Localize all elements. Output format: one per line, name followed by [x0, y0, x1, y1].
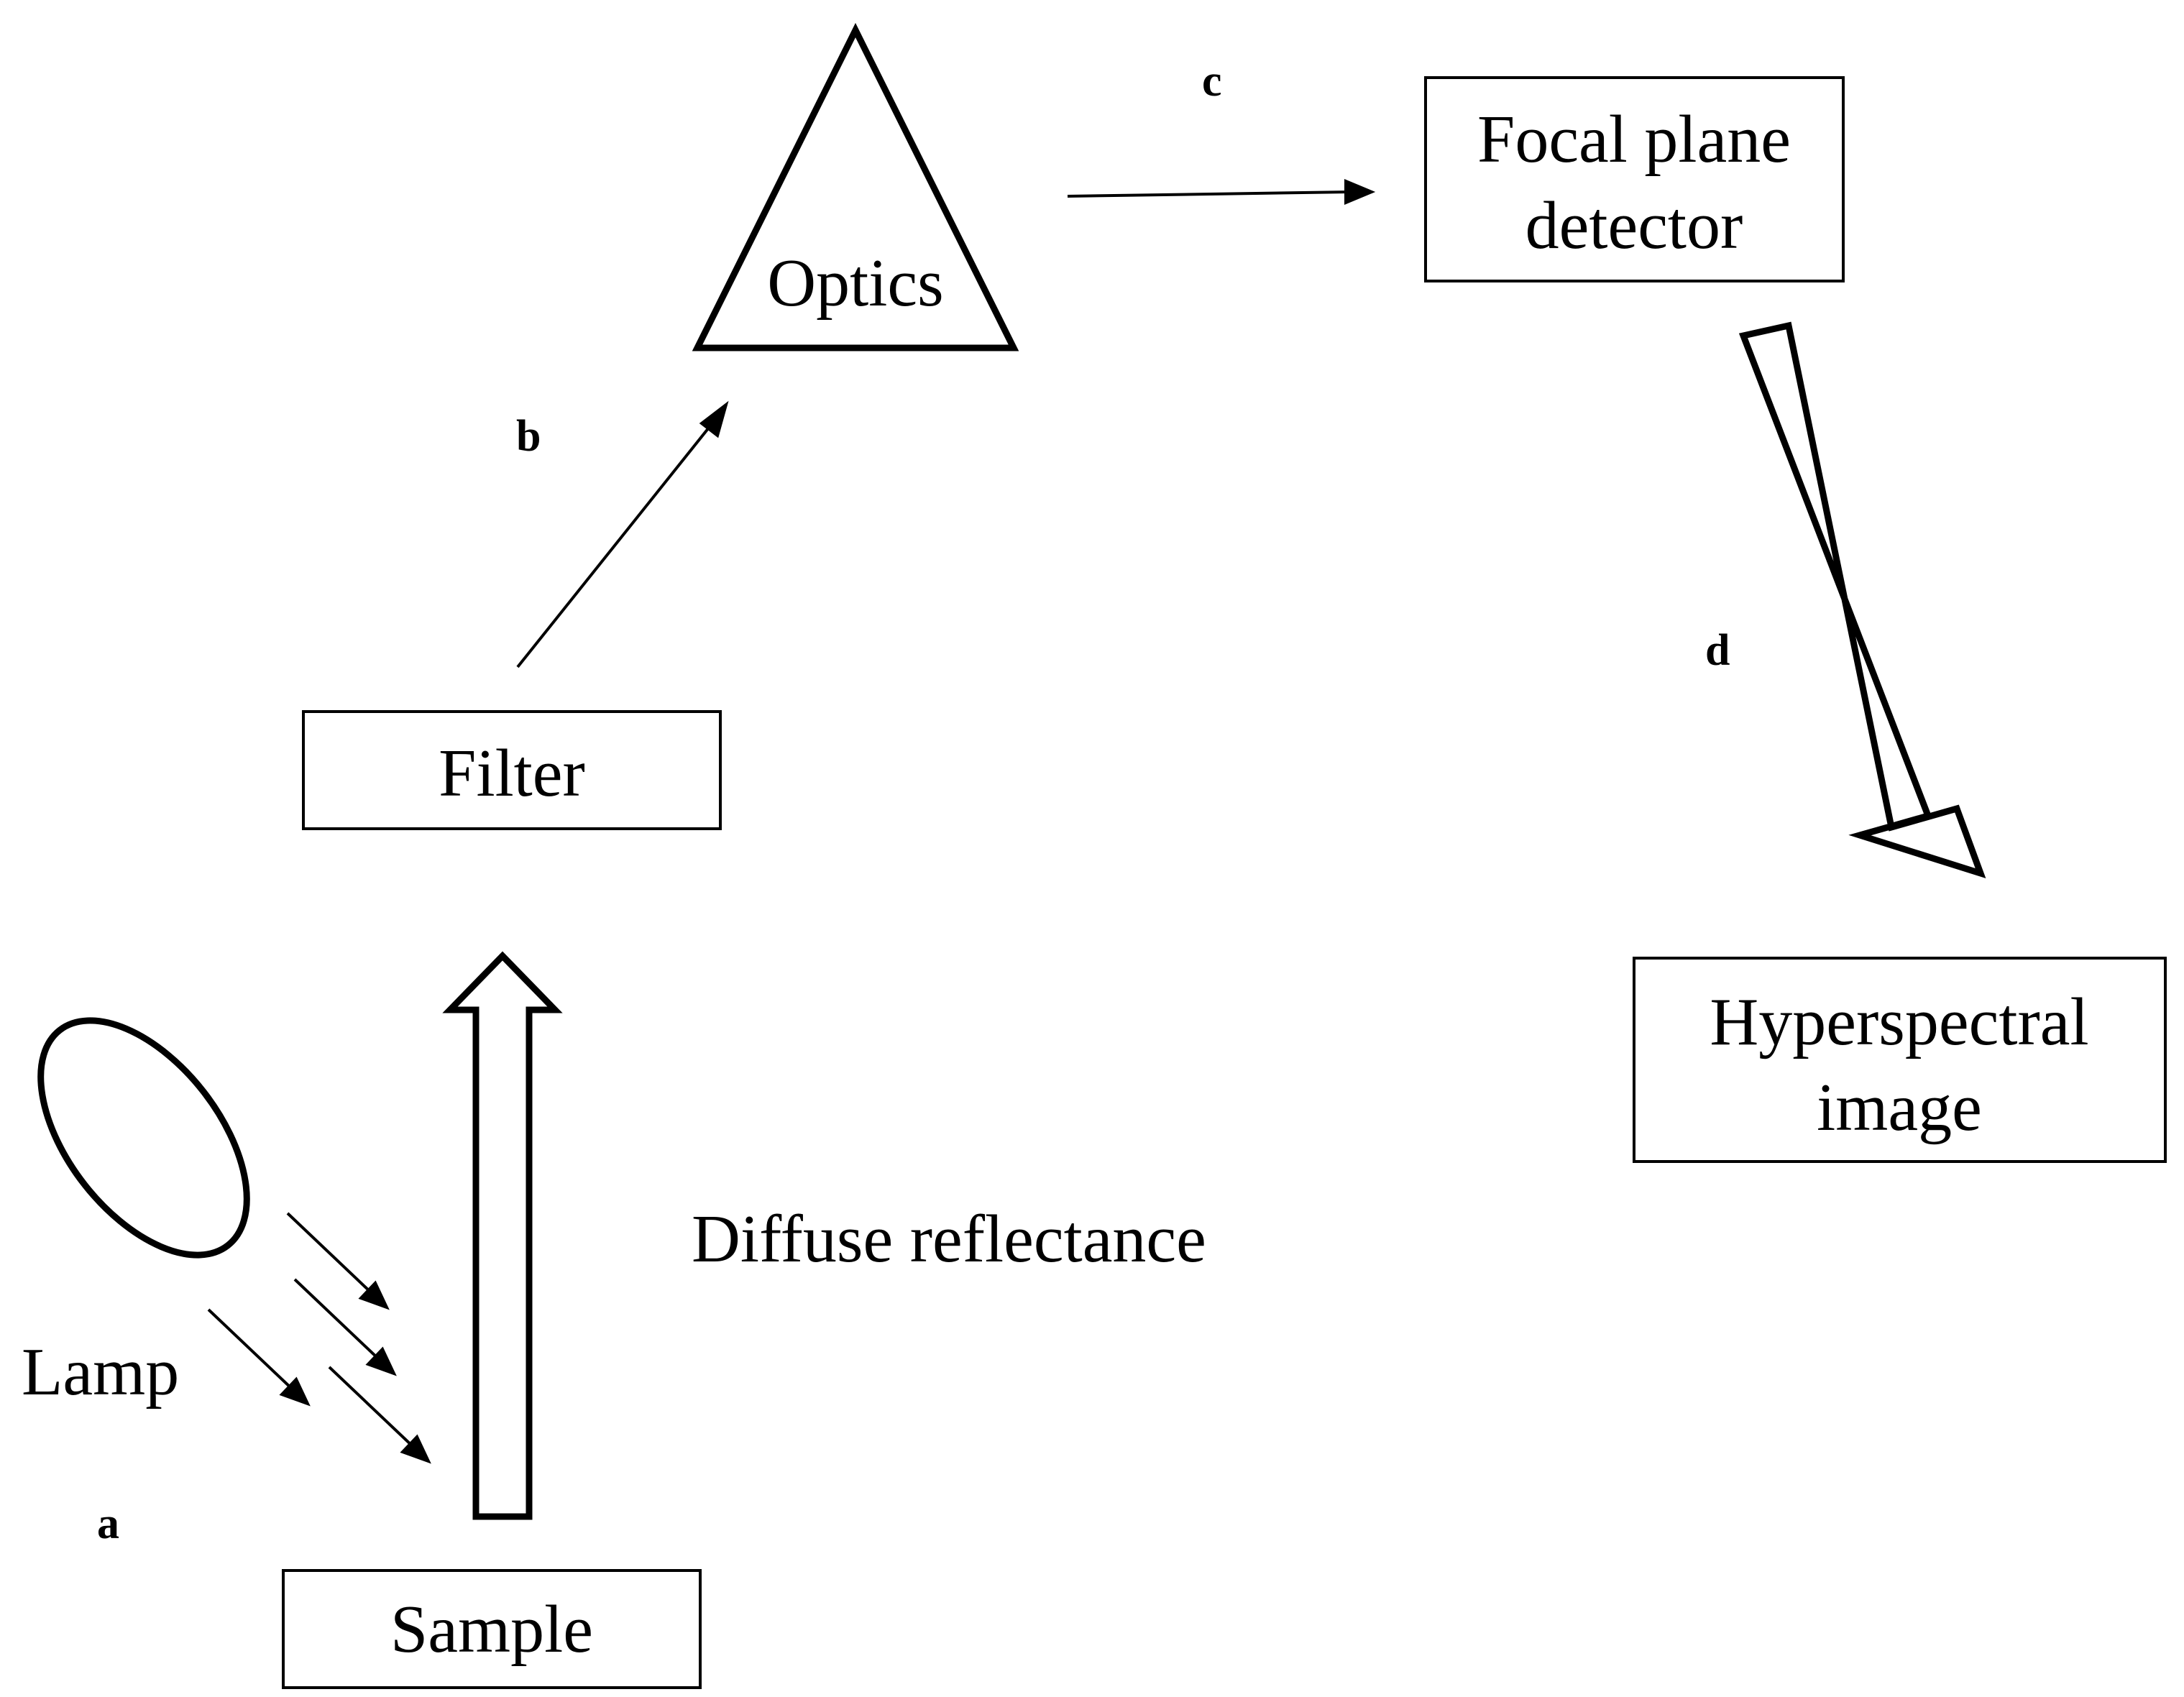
detector-label-line1: Focal plane: [1477, 102, 1791, 177]
diffuse-reflectance-arrow: [442, 951, 563, 1520]
sample-label: Sample: [390, 1592, 593, 1667]
sample-node: Sample: [282, 1569, 702, 1689]
step-a-label: a: [97, 1499, 119, 1548]
light-rays: [207, 1212, 431, 1464]
arrow-c: [1067, 179, 1376, 205]
hyperspectral-label-line2: image: [1817, 1070, 1982, 1145]
step-b-label: b: [516, 412, 541, 461]
lamp-label: Lamp: [22, 1335, 179, 1409]
step-d-label: d: [1705, 626, 1730, 675]
step-c-label: c: [1202, 57, 1222, 106]
detector-label-line2: detector: [1525, 188, 1743, 263]
filter-label: Filter: [439, 736, 585, 811]
diffuse-reflectance-label: Diffuse reflectance: [692, 1202, 1206, 1277]
detector-node: Focal plane detector: [1424, 76, 1845, 282]
arrow-d: [1738, 321, 1986, 879]
hyperspectral-label-line1: Hyperspectral: [1710, 985, 2088, 1059]
arrow-b: [516, 400, 729, 668]
optics-label: Optics: [767, 246, 943, 321]
optics-node: Optics: [692, 22, 1019, 351]
lamp-icon: [37, 1017, 250, 1259]
filter-node: Filter: [302, 710, 722, 830]
hyperspectral-image-node: Hyperspectral image: [1633, 957, 2167, 1163]
